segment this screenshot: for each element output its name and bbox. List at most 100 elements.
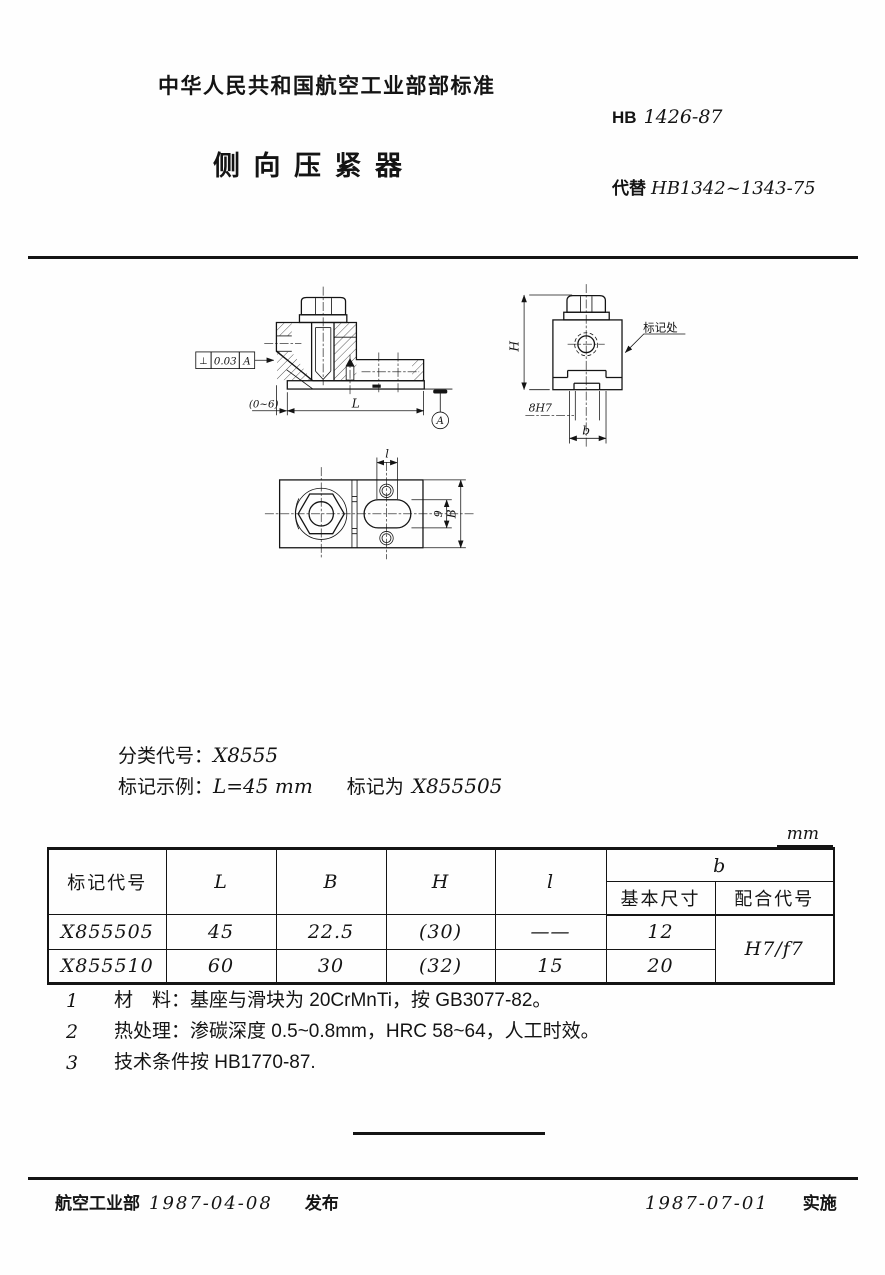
col-header-H: H [385,848,496,915]
marking-hole-chamfer [574,332,599,357]
cell-B: 30 [275,949,387,984]
standard-org-title: 中华人民共和国航空工业部部标准 [158,75,496,98]
datum-letter: A [436,415,444,427]
hex-nut [566,294,607,313]
footer-divider [28,1177,858,1180]
section-view: ⊥ 0.03 A (0~6) L A [195,286,453,430]
tolerance-frame: ⊥ 0.03 A [195,351,275,369]
implementation-date: 1987-07-01 [645,1193,769,1214]
replaces-note: 代替 HB1342~1343-75 [612,174,816,199]
hex-bolt-facets [315,298,332,315]
issuer: 航空工业部 [55,1194,140,1213]
cell-l: —— [494,914,607,950]
standard-number-value: 1426-87 [643,106,723,128]
issue-date: 1987-04-08 [149,1193,273,1214]
marking-example-line: 标记示例： L=45 mm 标记为 X855505 [118,772,502,799]
note-item: 2 热处理：渗碳深度 0.5~0.8mm，HRC 58~64，人工时效。 [60,1019,600,1045]
l-dimension: l [376,447,398,500]
plate-key-mark [372,384,381,388]
dimension-table: 标记代号 L B H l b 基本尺寸 配合代号 X855505 45 22.5… [47,847,836,985]
note-item: 1 材 料：基座与滑块为 20CrMnTi，按 GB3077-82。 [60,988,600,1014]
b-dimension: b [569,390,607,444]
example-mark-value: X855505 [411,774,503,798]
center-divider [353,1132,545,1135]
col-header-b: b [605,848,835,882]
tolerance-value: 0.03 [214,356,237,368]
hex-bolt-head [300,296,347,316]
slot-height-dimension: 9 [411,499,452,529]
slot-height-label: 9 [432,510,445,517]
cell-b-basic: 12 [605,914,716,950]
slider-base-plate [286,380,425,390]
replaces-label: 代替 [612,179,646,198]
document-title: 侧 向 压 紧 器 [213,151,406,181]
breadth-dimension-label: B [445,509,459,519]
top-view-centerlines [264,462,475,560]
cell-L: 60 [165,949,277,984]
datum-symbol: A [431,389,449,430]
header-divider [28,256,858,259]
note-item: 3 技术条件按 HB1770-87. [60,1050,600,1076]
table-row: X855510 60 30 (32) 15 20 [47,949,834,984]
cell-b-fit: H7/f7 [714,914,835,984]
cell-l: 15 [494,949,607,984]
length-dimension-label: L [351,397,360,411]
note-number: 2 [66,1021,79,1043]
col-header-b-basic: 基本尺寸 [605,881,716,916]
breadth-dimension: B [423,479,466,549]
height-dimension-label: H [507,340,521,352]
block-outline [552,319,623,391]
cell-B: 22.5 [275,914,387,950]
body-details [276,322,357,390]
replaces-number: HB1342~1343-75 [651,178,816,199]
slot-fit-callout: 8H7 [525,390,601,421]
hex-nut-facets [580,296,593,313]
col-header-L: L [165,848,277,915]
notes-section: 1 材 料：基座与滑块为 20CrMnTi，按 GB3077-82。 2 热处理… [60,988,600,1081]
gap-dimension-label: (0~6) [249,399,279,411]
cell-L: 45 [165,914,277,950]
col-header-l: l [494,848,607,915]
length-dimension: (0~6) L [249,385,425,416]
classification-value: X8555 [213,743,279,767]
standard-number: HB 1426-87 [612,106,723,128]
slot-obround [363,499,412,529]
table-unit: mm [47,824,833,847]
mark-location-callout: 标记处 [624,321,686,353]
implementation-info: 1987-07-01 实施 [645,1189,837,1214]
col-header-b-fit: 配合代号 [714,881,835,916]
example-mark-label: 标记为 [346,777,404,798]
cell-b-basic: 20 [605,949,716,984]
note-text: 技术条件按 HB1770-87. [114,1052,316,1073]
col-header-B: B [275,848,387,915]
note-number: 1 [66,990,79,1012]
b-dimension-label: b [582,423,590,437]
note-text: 热处理：渗碳深度 0.5~0.8mm，HRC 58~64，人工时效。 [114,1021,600,1042]
issue-info: 航空工业部 1987-04-08 发布 [55,1189,339,1214]
section-centerlines [264,286,420,395]
cell-code: X855510 [47,949,167,984]
slot-fit-label: 8H7 [529,401,552,414]
perpendicularity-icon: ⊥ [199,356,207,367]
note-number: 3 [66,1052,79,1074]
implementation-label: 实施 [802,1194,837,1213]
height-dimension: H [507,294,573,391]
cell-code: X855505 [47,914,167,950]
classification-label: 分类代号： [118,746,214,767]
mark-location-label: 标记处 [643,321,678,334]
col-header-code: 标记代号 [47,848,167,915]
tolerance-datum: A [242,356,250,368]
top-view: l 9 B [264,447,475,560]
l-dimension-label: l [385,447,389,461]
cell-H: (30) [385,914,496,950]
table-unit-label: mm [776,824,833,847]
standard-prefix: HB [612,108,637,127]
front-view: H 标记处 8H7 b [507,284,686,448]
issue-label: 发布 [304,1194,339,1213]
wrench-arc [294,498,300,530]
bottom-tongue-lines [552,369,623,390]
note-text: 材 料：基座与滑块为 20CrMnTi，按 GB3077-82。 [114,990,552,1011]
technical-drawings: ⊥ 0.03 A (0~6) L A [195,284,686,560]
table-row: X855505 45 22.5 (30) —— 12 H7/f7 [47,914,835,984]
